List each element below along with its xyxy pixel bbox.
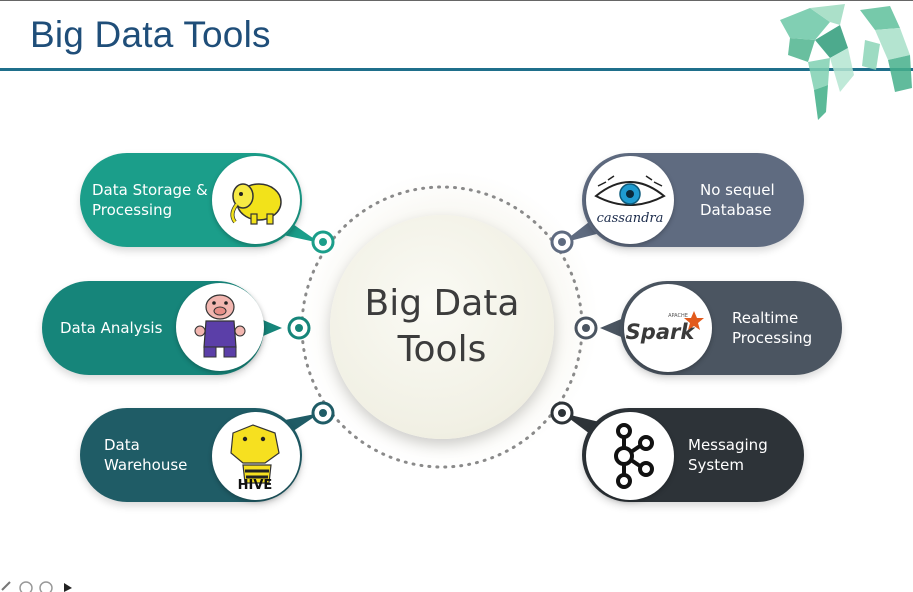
kafka-icon <box>586 412 674 500</box>
pill-label-warehouse: Data Warehouse <box>104 436 188 474</box>
pill-label-analysis: Data Analysis <box>60 319 163 337</box>
world-map-decoration <box>780 4 912 120</box>
pen-tool-icon <box>1 581 11 591</box>
center-title-line1: Big Data <box>364 283 520 324</box>
hive-icon: HIVE <box>212 412 300 500</box>
pill-tail-realtime <box>600 317 626 339</box>
node-marker-messaging <box>550 401 574 425</box>
pill-label-realtime: Realtime Processing <box>732 309 813 347</box>
pill-label-nosql: No sequel Database <box>700 181 775 219</box>
pill-label-storage: Data Storage & Processing <box>92 181 208 219</box>
spark-icon: APACHE Spark <box>624 284 712 372</box>
hadoop-elephant-icon <box>212 156 300 244</box>
pill-label-messaging: Messaging System <box>688 436 768 474</box>
cassandra-logo-text: cassandra <box>597 211 664 226</box>
spark-logo-text: Spark <box>626 320 696 344</box>
cassandra-eye-icon: cassandra <box>586 156 674 244</box>
slide-controls[interactable] <box>0 578 90 592</box>
zoom-icon <box>19 581 33 592</box>
page-title: Big Data Tools <box>30 14 271 55</box>
menu-icon <box>39 581 53 592</box>
node-marker-nosql <box>550 230 574 254</box>
center-title-line2: Tools <box>397 329 487 370</box>
window-top-border <box>0 0 913 1</box>
pig-icon <box>176 283 264 371</box>
node-marker-warehouse <box>311 401 335 425</box>
node-marker-storage <box>311 230 335 254</box>
hive-logo-text: HIVE <box>238 478 273 493</box>
title-underline <box>0 68 913 71</box>
spark-apache-text: APACHE <box>668 313 688 319</box>
node-marker-realtime <box>574 316 598 340</box>
node-marker-analysis <box>287 316 311 340</box>
center-circle: Big Data Tools <box>330 215 554 439</box>
next-arrow-icon <box>64 583 72 592</box>
